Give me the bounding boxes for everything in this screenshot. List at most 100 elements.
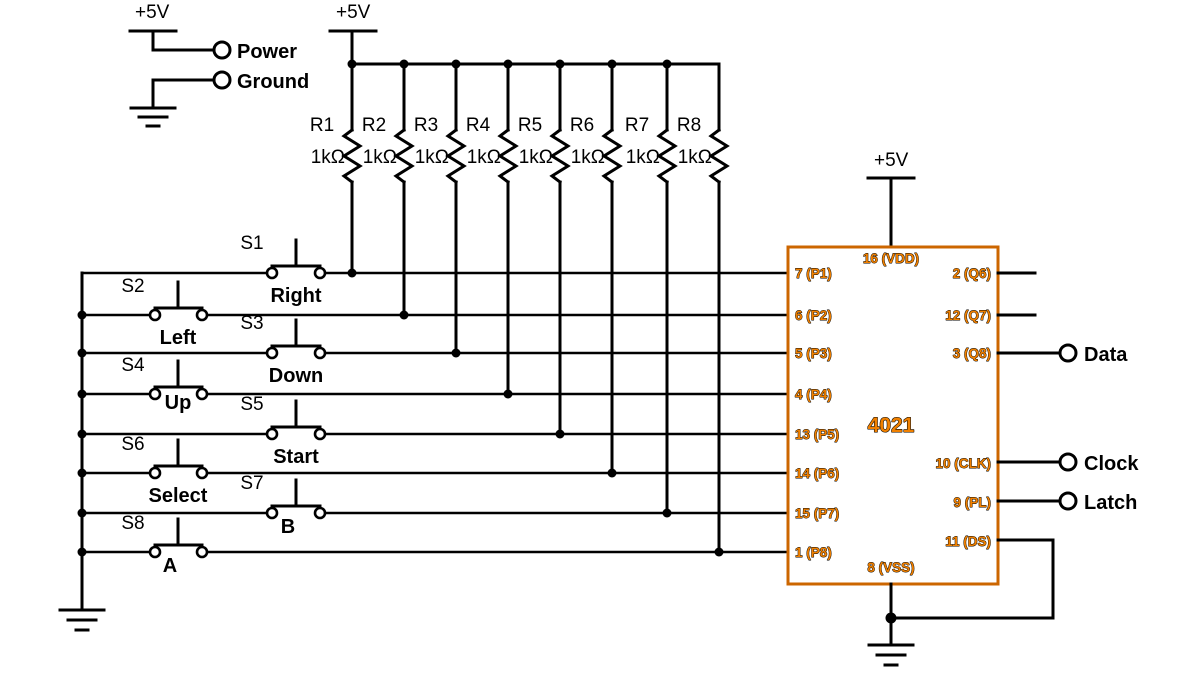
resistor-R3: R3 1kΩ [414, 62, 467, 358]
switch-ref: S2 [121, 276, 144, 297]
latch-terminal[interactable] [1058, 491, 1078, 511]
switch-contact-right[interactable] [313, 346, 327, 360]
switch-row-S4[interactable]: S4 Up [80, 355, 790, 414]
switch-name: Down [269, 365, 323, 387]
switch-row-S3[interactable]: S3 Down [80, 313, 790, 387]
switch-contact-left[interactable] [265, 346, 279, 360]
resistor-value: 1kΩ [571, 147, 605, 168]
junction-dot [885, 612, 897, 624]
ic-4021[interactable]: +5V 4021 16 (VDD) 8 (VSS) 7 (P1) 6 (P2) … [786, 150, 1000, 586]
switch-row-S7[interactable]: S7 B [80, 473, 790, 538]
ic-name-label: 4021 [868, 414, 915, 437]
resistor-value: 1kΩ [519, 147, 553, 168]
resistor-ref: R1 [310, 115, 334, 136]
power-label: Power [237, 41, 297, 63]
resistor-R5: R5 1kΩ [518, 62, 571, 439]
ground-terminal[interactable] [212, 70, 232, 90]
ic-supply-label: +5V [874, 150, 909, 171]
ic-pin-left-7: 15 (P7) [795, 506, 839, 521]
switch-row-S8[interactable]: S8 A [80, 513, 790, 577]
ic-pin-right-3: 3 (Q8) [953, 346, 991, 361]
legend-group: +5V Power Ground [128, 2, 309, 128]
switch-row-S2[interactable]: S2 Left [80, 276, 790, 349]
switch-name: Start [273, 446, 319, 468]
switch-contact-left[interactable] [265, 506, 279, 520]
rail-supply-label: +5V [336, 2, 371, 23]
switch-name: Select [149, 485, 208, 507]
ic-pin-right-2: 12 (Q7) [945, 308, 991, 323]
resistor-value: 1kΩ [626, 147, 660, 168]
switch-contact-left[interactable] [265, 427, 279, 441]
resistor-ref: R3 [414, 115, 438, 136]
clock-terminal[interactable] [1058, 452, 1078, 472]
resistor-value: 1kΩ [467, 147, 501, 168]
ic-pin-left-8: 1 (P8) [795, 545, 832, 560]
ic-pin-left-4: 4 (P4) [795, 387, 832, 402]
output-label-clock: Clock [1084, 453, 1139, 475]
ic-pin-left-1: 7 (P1) [795, 266, 832, 281]
switch-ref: S7 [240, 473, 263, 494]
ic-ground-group [867, 582, 915, 667]
resistor-value: 1kΩ [311, 147, 345, 168]
switch-contact-right[interactable] [313, 266, 327, 280]
ic-body[interactable] [786, 245, 1000, 586]
switch-contact-right[interactable] [195, 545, 209, 559]
switch-contact-left[interactable] [148, 387, 162, 401]
switch-contact-right[interactable] [195, 308, 209, 322]
ic-pin-left-2: 6 (P2) [795, 308, 832, 323]
ic-pin-left-5: 13 (P5) [795, 427, 839, 442]
switch-contact-left[interactable] [148, 545, 162, 559]
ic-pin-left-6: 14 (P6) [795, 466, 839, 481]
switch-name: Left [160, 327, 197, 349]
left-ground-bus [58, 271, 106, 632]
resistor-R4: R4 1kΩ [466, 62, 519, 399]
ic-pin-right-4: 10 (CLK) [935, 456, 991, 471]
ic-output-leads: Data Clock Latch [889, 271, 1139, 620]
switch-contact-left[interactable] [265, 266, 279, 280]
switch-contact-right[interactable] [195, 387, 209, 401]
resistor-value: 1kΩ [415, 147, 449, 168]
switch-name: A [163, 555, 177, 577]
resistor-ref: R2 [362, 115, 386, 136]
resistor-R6: R6 1kΩ [570, 62, 623, 478]
legend-supply-label: +5V [135, 2, 170, 23]
ic-pin-left-3: 5 (P3) [795, 346, 832, 361]
ground-label: Ground [237, 71, 309, 93]
switch-row-S5[interactable]: S5 Start [80, 394, 790, 468]
switch-contact-left[interactable] [148, 466, 162, 480]
resistor-value: 1kΩ [363, 147, 397, 168]
switch-name: B [281, 516, 295, 538]
resistor-R7: R7 1kΩ [625, 62, 678, 518]
resistor-ref: R6 [570, 115, 594, 136]
switch-ref: S3 [240, 313, 263, 334]
switch-ref: S8 [121, 513, 144, 534]
ic-pin-right-5: 9 (PL) [953, 495, 991, 510]
resistor-R1: R1 1kΩ [310, 62, 363, 278]
output-label-latch: Latch [1084, 492, 1137, 514]
ic-pin-right-1: 2 (Q6) [953, 266, 991, 281]
switch-ref: S5 [240, 394, 263, 415]
switch-contact-right[interactable] [313, 427, 327, 441]
switch-ref: S4 [121, 355, 145, 376]
lead-ds-to-ground [889, 538, 1055, 620]
switch-contact-right[interactable] [195, 466, 209, 480]
switch-contact-right[interactable] [313, 506, 327, 520]
switch-row-S6[interactable]: S6 Select [80, 434, 790, 507]
switch-ref: S1 [240, 233, 263, 254]
data-terminal[interactable] [1058, 343, 1078, 363]
power-terminal[interactable] [212, 40, 232, 60]
resistor-ref: R8 [677, 115, 701, 136]
switch-contact-left[interactable] [148, 308, 162, 322]
ic-pin-vss: 8 (VSS) [867, 560, 914, 575]
switch-row-S1[interactable]: S1 Right [80, 233, 790, 307]
switch-name: Right [270, 285, 321, 307]
ic-pin-right-6: 11 (DS) [945, 534, 991, 549]
resistor-ref: R5 [518, 115, 542, 136]
output-label-data: Data [1084, 344, 1128, 366]
ic-pin-vdd: 16 (VDD) [863, 251, 919, 266]
switch-name: Up [165, 392, 192, 414]
supply-rail-group: +5V [328, 2, 721, 69]
legend-ground-symbol [129, 106, 177, 128]
